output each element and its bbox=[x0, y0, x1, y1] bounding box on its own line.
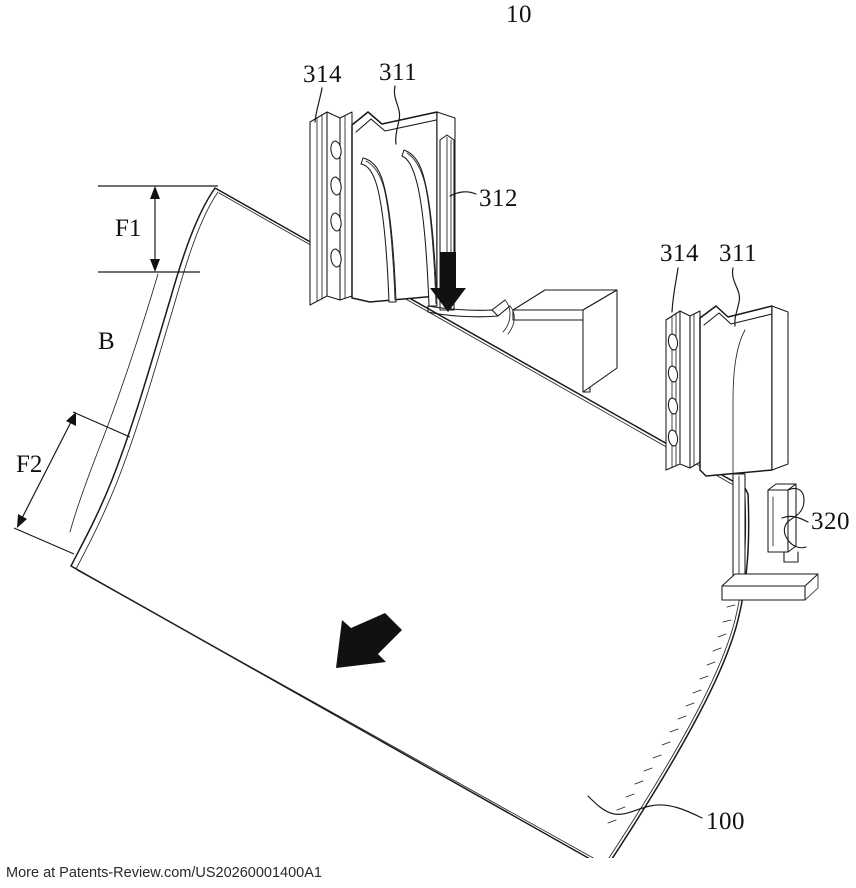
label-ref-100: 100 bbox=[706, 808, 745, 835]
arrow-press-down bbox=[430, 252, 466, 312]
clamp-rail-314-right bbox=[665, 310, 701, 471]
clamp-foot-left bbox=[427, 299, 515, 335]
label-fig-number: 10 bbox=[506, 1, 532, 28]
label-ref-320: 320 bbox=[811, 508, 850, 535]
label-text-group: 10 314 311 312 314 311 320 100 F1 B F2 bbox=[16, 1, 850, 835]
clamp-base-right bbox=[721, 473, 819, 601]
label-dim-f1: F1 bbox=[115, 215, 141, 242]
label-dim-b: B bbox=[98, 328, 115, 355]
leader-lines bbox=[314, 85, 809, 819]
label-ref-311-right: 311 bbox=[719, 240, 757, 267]
clamp-assembly-right bbox=[665, 305, 819, 601]
panel-right-edge-texture bbox=[607, 559, 743, 824]
label-ref-312: 312 bbox=[479, 185, 518, 212]
label-ref-314-left: 314 bbox=[303, 61, 342, 88]
label-ref-311-left: 311 bbox=[379, 59, 417, 86]
footer-source-text: More at Patents-Review.com/US20260001400… bbox=[6, 865, 322, 881]
footer-bar: More at Patents-Review.com/US20260001400… bbox=[0, 858, 856, 888]
bracket-clip-320 bbox=[767, 483, 807, 563]
dimension-annotations bbox=[13, 185, 218, 555]
clamp-rail-314-left bbox=[309, 111, 353, 306]
clamp-assembly-left bbox=[309, 111, 515, 335]
clamp-body-311-right bbox=[699, 305, 789, 477]
center-support-block bbox=[512, 289, 618, 393]
arrow-panel-direction bbox=[336, 613, 402, 668]
label-ref-314-right: 314 bbox=[660, 240, 699, 267]
label-dim-f2: F2 bbox=[16, 451, 42, 478]
